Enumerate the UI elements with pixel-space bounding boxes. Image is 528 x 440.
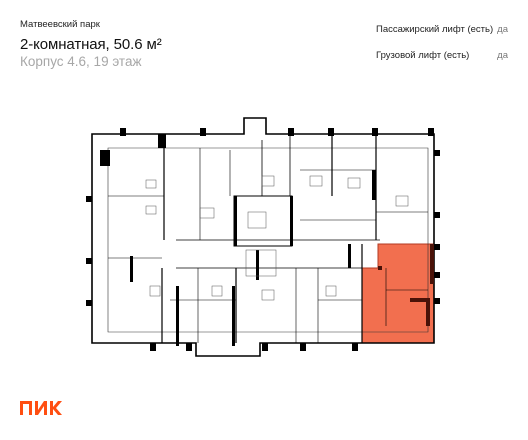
structural-walls [100, 134, 376, 346]
walls [91, 117, 435, 357]
passenger-lift-value: да [497, 24, 508, 35]
project-name: Матвеевский парк [20, 19, 100, 30]
building-floor: Корпус 4.6, 19 этаж [20, 54, 142, 69]
freight-lift-value: да [497, 50, 508, 61]
selected-apartment[interactable] [361, 243, 435, 344]
passenger-lift-label: Пассажирский лифт (есть) [376, 24, 494, 35]
pik-logo [20, 401, 62, 415]
apartment-title: 2-комнатная, 50.6 м² [20, 36, 162, 53]
freight-lift-label: Грузовой лифт (есть) [376, 50, 470, 61]
fixtures [145, 175, 409, 301]
window-pillars [86, 128, 440, 351]
